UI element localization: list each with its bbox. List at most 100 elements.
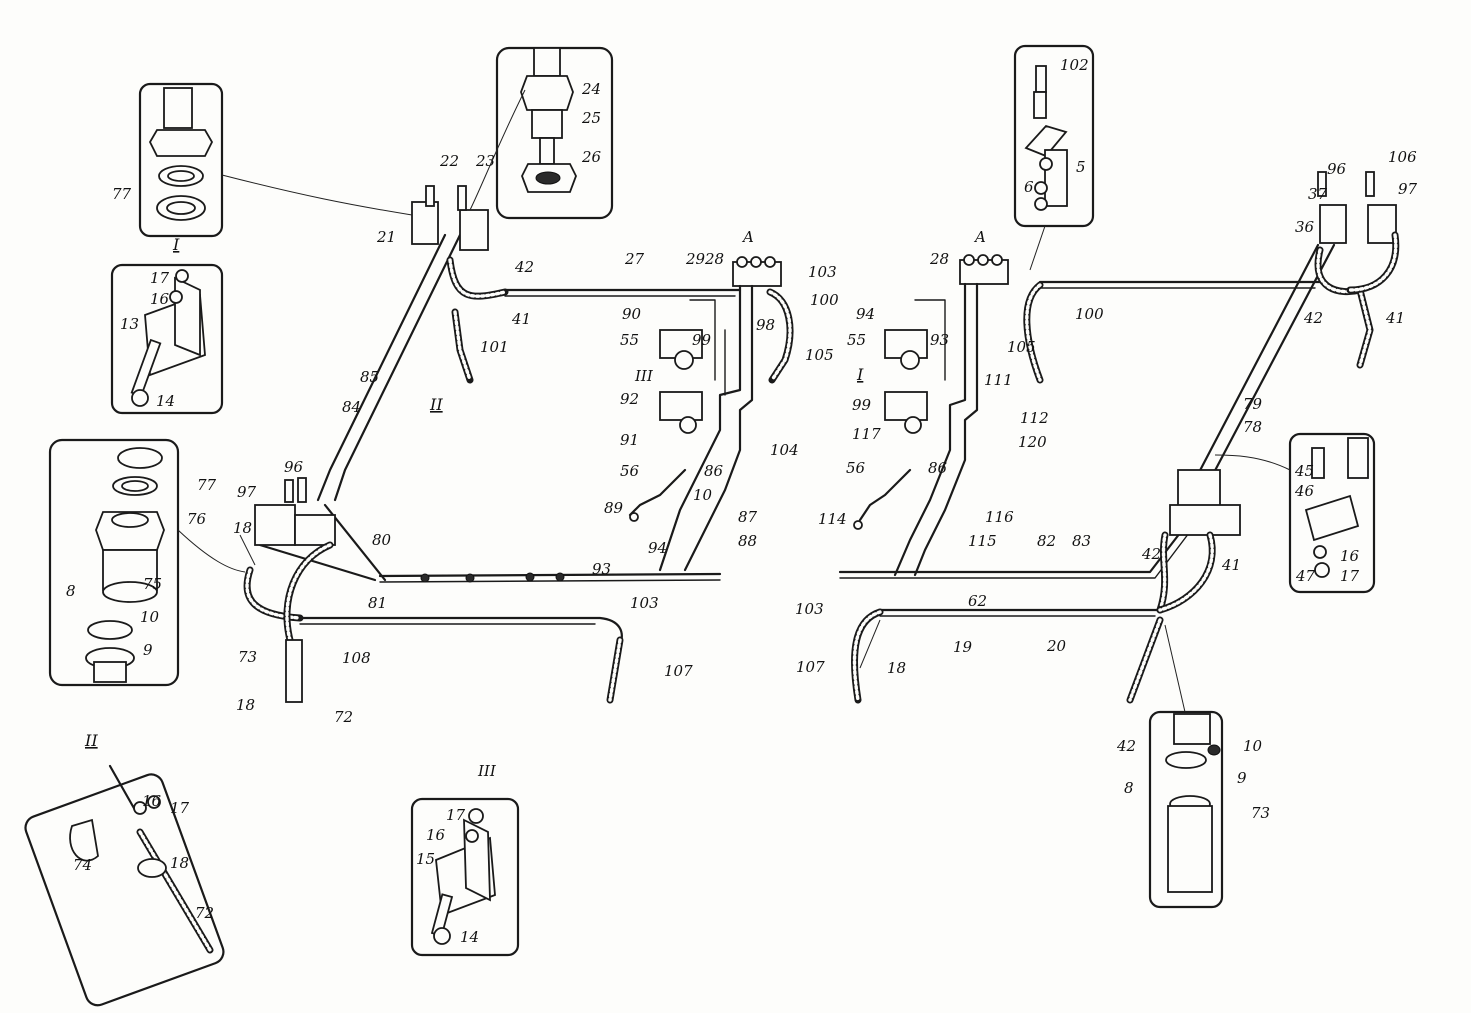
callout: 97 (1398, 180, 1418, 198)
callout: 77 (112, 185, 132, 203)
callout-labels: 77 I 17 16 13 14 24 25 26 22 23 21 42 41… (66, 56, 1418, 946)
callout: 16 (1340, 547, 1360, 565)
callout: 90 (622, 305, 642, 323)
callout: 105 (805, 346, 834, 364)
callout: 41 (1385, 309, 1405, 327)
callout: 17 (150, 269, 170, 287)
callout: 16 (142, 792, 162, 810)
callout: 20 (1046, 637, 1067, 655)
callout: 86 (928, 459, 948, 477)
callout: 42 (1141, 545, 1161, 563)
callout: 42 (1303, 309, 1323, 327)
callout: 116 (985, 508, 1014, 526)
callout: 18 (233, 519, 252, 537)
callout: 56 (620, 462, 640, 480)
callout: 14 (460, 928, 479, 946)
callout: 18 (887, 659, 906, 677)
callout: 105 (1007, 338, 1036, 356)
inset-hose-end-73 (1148, 710, 1224, 909)
callout: 88 (738, 532, 757, 550)
callout: 93 (592, 560, 611, 578)
callout: 80 (372, 531, 392, 549)
callout: 10 (1243, 737, 1263, 755)
callout: 19 (953, 638, 973, 656)
callout: 97 (237, 483, 257, 501)
callout: 41 (511, 310, 531, 328)
callout: 94 (648, 539, 667, 557)
callout: A (973, 228, 986, 246)
right-assembly-pipes (838, 171, 1400, 704)
callout: 96 (1327, 160, 1347, 178)
callout: 14 (156, 392, 175, 410)
leader-lines (177, 89, 1291, 713)
callout: III (634, 367, 654, 385)
callout: 96 (284, 458, 304, 476)
callout: I (172, 235, 180, 254)
callout: 62 (968, 592, 987, 610)
callout: II (429, 395, 443, 414)
callout: 79 (1243, 395, 1263, 413)
callout: 107 (796, 658, 825, 676)
callout: 98 (756, 316, 775, 334)
callout: 108 (342, 649, 371, 667)
callout: 83 (1072, 532, 1091, 550)
callout: 73 (1251, 804, 1270, 822)
inset-ii-hose-clip (24, 764, 225, 1007)
callout: 18 (236, 696, 255, 714)
callout: 37 (1308, 185, 1328, 203)
callout: 104 (770, 441, 799, 459)
callout: 42 (1116, 737, 1136, 755)
callout: 84 (342, 398, 361, 416)
callout: 55 (847, 331, 866, 349)
callout: 75 (143, 575, 162, 593)
callout: 25 (581, 109, 601, 127)
callout: 100 (1075, 305, 1104, 323)
callout: 78 (1243, 418, 1262, 436)
callout: 55 (620, 331, 639, 349)
inset-bolt-102 (1013, 44, 1095, 228)
callout: 17 (446, 806, 466, 824)
callout: 106 (1388, 148, 1417, 166)
callout: 47 (1295, 567, 1316, 585)
callout: 27 (624, 250, 645, 268)
callout: 23 (475, 152, 495, 170)
callout: 10 (140, 608, 160, 626)
inset-iii-bracket (410, 797, 520, 957)
callout: 94 (856, 305, 875, 323)
callout: 120 (1018, 433, 1047, 451)
callout: 21 (376, 228, 396, 246)
callout: 16 (426, 826, 446, 844)
callout: 36 (1295, 218, 1315, 236)
callout: 89 (604, 499, 624, 517)
callout: 26 (581, 148, 602, 166)
inset-bracket-13 (110, 263, 224, 415)
callout: 99 (852, 396, 872, 414)
callout: 5 (1076, 158, 1086, 176)
callout: 24 (581, 80, 601, 98)
callout: 102 (1060, 56, 1089, 74)
callout: 18 (170, 854, 189, 872)
callout: 114 (818, 510, 847, 528)
callout: 101 (480, 338, 509, 356)
callout: 17 (1340, 567, 1360, 585)
callout: 29 (685, 250, 706, 268)
callout: 17 (170, 799, 190, 817)
callout: II (84, 731, 98, 750)
callout: 41 (1221, 556, 1241, 574)
callout: 42 (514, 258, 534, 276)
callout: 10 (693, 486, 713, 504)
callout: 56 (846, 459, 866, 477)
callout: 74 (73, 856, 92, 874)
callout: 85 (360, 368, 379, 386)
callout: III (477, 762, 497, 780)
callout: 22 (439, 152, 459, 170)
callout: 99 (692, 331, 712, 349)
callout: 13 (120, 315, 139, 333)
callout: 76 (187, 510, 207, 528)
callout: 9 (1237, 769, 1247, 787)
callout: 103 (795, 600, 824, 618)
callout: 8 (66, 582, 76, 600)
callout: 111 (984, 371, 1013, 389)
